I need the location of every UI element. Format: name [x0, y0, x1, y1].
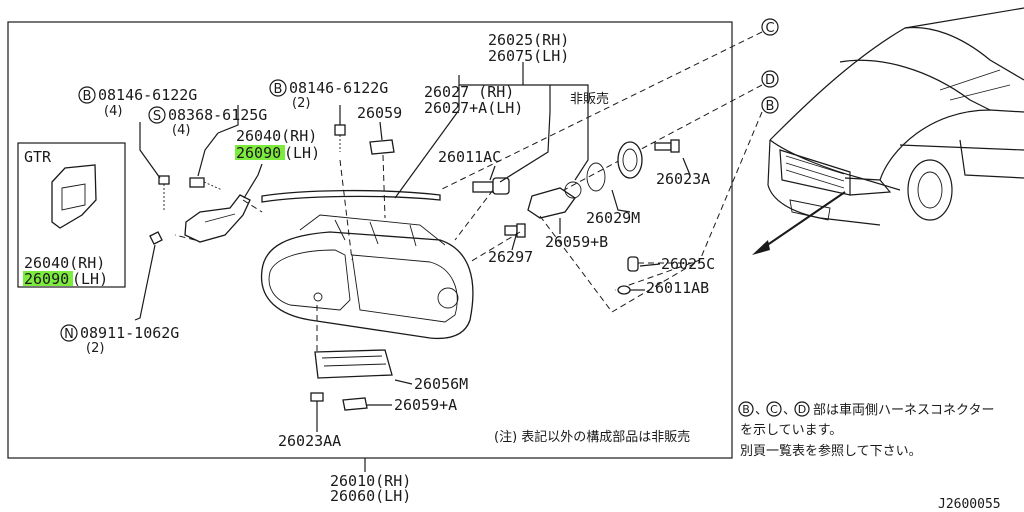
label-26010-rh: 26010(RH)	[330, 472, 411, 490]
prefix-n: N	[64, 327, 74, 342]
label-gtr: GTR	[24, 148, 52, 166]
label-26011ab: 26011AB	[646, 279, 709, 297]
callout-c-label: C	[765, 21, 774, 36]
label-08911-qty: (2)	[86, 341, 104, 356]
legend-sep-1: 、	[755, 403, 768, 418]
legend-sep-2: 、	[783, 403, 796, 418]
cap-26029m	[586, 141, 643, 192]
bulb-26025c	[627, 256, 639, 272]
label-08368-qty: (4)	[172, 123, 190, 138]
label-08911: 08911-1062G	[80, 324, 179, 342]
legend-line-2: を示しています。	[740, 423, 842, 438]
label-08368: 08368-6125G	[168, 106, 267, 124]
label-08146-b: 08146-6122G	[289, 79, 388, 97]
label-26090-main-suffix: (LH)	[284, 144, 320, 162]
car-illustration	[767, 7, 1024, 226]
gtr-bracket	[51, 164, 97, 229]
callout-b	[761, 96, 779, 114]
label-gtr-26090: 26090	[24, 270, 69, 288]
highlight-26090-gtr	[23, 271, 73, 286]
legend-d: D	[798, 403, 806, 416]
callout-b-label: B	[766, 99, 775, 114]
headlamp-assembly	[260, 214, 474, 340]
callout-c	[761, 18, 779, 36]
label-26056m: 26056M	[414, 375, 468, 393]
pad-26059	[369, 139, 395, 155]
label-26040-rh: 26040(RH)	[236, 127, 317, 145]
socket-26011ab	[617, 285, 631, 295]
legend-line-3: 別頁一覧表を参照して下さい。	[740, 443, 922, 459]
label-26059a: 26059+A	[394, 396, 457, 414]
bolt-08146-a	[158, 175, 170, 210]
label-08146-a-qty: (4)	[104, 104, 122, 119]
label-26029m: 26029M	[586, 209, 640, 227]
legend-line-1: 部は車両側ハーネスコネクター	[813, 403, 994, 418]
label-08146-b-qty: (2)	[292, 96, 310, 111]
label-26075-lh: 26075(LH)	[488, 47, 569, 65]
bulb-26297	[504, 223, 526, 238]
bolt-08146-b	[334, 124, 346, 152]
label-26025c: 26025C	[661, 255, 715, 273]
prefix-s: S	[153, 109, 161, 124]
label-26011ac: 26011AC	[438, 148, 501, 166]
label-26090-main: 26090	[236, 144, 281, 162]
legend-c: C	[770, 403, 778, 416]
label-gtr-26090-suffix: (LH)	[72, 270, 108, 288]
label-26297: 26297	[488, 248, 533, 266]
label-26027a-lh: 26027+A(LH)	[424, 99, 523, 117]
diagram-frame	[7, 21, 733, 459]
trim-strip	[261, 189, 441, 203]
label-26059b: 26059+B	[545, 233, 608, 251]
note-text: (注) 表記以外の構成部品は非販売	[494, 429, 690, 445]
screw-26023a	[654, 139, 680, 153]
callout-d-label: D	[765, 73, 775, 88]
label-08146-a: 08146-6122G	[98, 86, 197, 104]
prefix-b-1: B	[83, 89, 92, 104]
pad-26059a	[342, 397, 368, 411]
prefix-b-2: B	[274, 82, 283, 97]
nut-08911	[149, 231, 163, 245]
label-hibaibai: 非販売	[570, 91, 609, 107]
figure-id: J2600055	[938, 497, 1001, 512]
label-26027-rh: 26027 (RH)	[424, 83, 514, 101]
cover-26056m	[314, 349, 393, 379]
callout-d	[761, 70, 779, 88]
socket-26059b	[527, 181, 582, 219]
highlight-26090-main	[235, 145, 285, 160]
legend-b: B	[742, 403, 750, 416]
label-26059: 26059	[357, 104, 402, 122]
label-26025-rh: 26025(RH)	[488, 31, 569, 49]
label-gtr-26040: 26040(RH)	[24, 254, 105, 272]
mount-bracket	[184, 194, 251, 243]
label-26023a: 26023A	[656, 170, 710, 188]
label-26023aa: 26023AA	[278, 432, 341, 450]
bulb-26011ac	[472, 177, 510, 195]
screw-26023aa	[310, 392, 324, 420]
bolt-08368	[189, 177, 223, 191]
gtr-inset-frame	[17, 142, 126, 288]
label-26060-lh: 26060(LH)	[330, 487, 411, 505]
